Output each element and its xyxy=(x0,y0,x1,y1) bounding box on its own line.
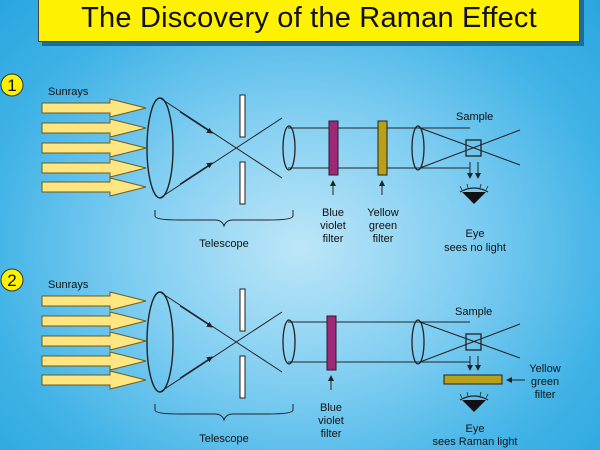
panel-1-filter2-label-2: green xyxy=(369,220,397,232)
panel-1-filter1-label-1: Blue xyxy=(322,207,344,219)
panel-2-telescope-brace xyxy=(154,404,294,422)
panel-1-telescope-label: Telescope xyxy=(199,238,249,250)
sunray-arrow xyxy=(41,291,147,311)
panel-2-condenser-lens xyxy=(411,319,425,365)
panel-1-filter1-label-3: filter xyxy=(323,233,344,245)
sunray-arrow xyxy=(41,351,147,371)
sunray-arrow xyxy=(41,138,147,158)
panel-2-number-badge xyxy=(0,268,24,292)
panel-1-telescope-brace xyxy=(154,210,294,228)
panel-1-blue-violet-filter xyxy=(328,120,339,176)
panel-1: 1 Sunrays xyxy=(0,73,521,254)
sunray-arrow xyxy=(41,158,147,178)
panel-2-filter2-label-2: green xyxy=(531,376,559,388)
page-title: The Discovery of the Raman Effect xyxy=(81,1,537,34)
panel-1-yellow-green-filter xyxy=(377,120,388,176)
panel-2-slit-top xyxy=(239,288,246,332)
panel-1-filter1-label-2: violet xyxy=(320,220,346,232)
panel-2-sample xyxy=(465,333,482,351)
panel-2-filter1-label-1: Blue xyxy=(320,402,342,414)
sunray-arrow xyxy=(41,98,147,118)
panel-2-objective-lens xyxy=(146,291,174,393)
sunray-arrow xyxy=(41,370,147,390)
panel-2-eyepiece-lens xyxy=(282,319,296,365)
panel-1-rays xyxy=(159,97,521,199)
panel-2: 2 Sunrays xyxy=(0,268,561,448)
panel-1-sample-label: Sample xyxy=(456,111,493,123)
panel-1-number: 1 xyxy=(7,76,16,95)
panel-1-eye-label-2: sees no light xyxy=(444,242,506,254)
panel-1-eye-label-1: Eye xyxy=(466,228,485,240)
panel-1-eyepiece-lens xyxy=(282,125,296,171)
panel-2-sunrays-label: Sunrays xyxy=(48,279,89,291)
panel-1-sample xyxy=(465,139,482,157)
panel-2-filter1-label-3: filter xyxy=(321,428,342,440)
sunray-arrow xyxy=(41,118,147,138)
panel-2-filter2-label-1: Yellow xyxy=(529,363,560,375)
title-banner: The Discovery of the Raman Effect xyxy=(38,0,580,42)
panel-2-filter2-label-3: filter xyxy=(535,389,556,401)
panel-2-rays xyxy=(159,291,521,393)
panel-1-number-badge xyxy=(0,73,24,97)
panel-1-slit-top xyxy=(239,94,246,138)
panel-1-objective-lens xyxy=(146,97,174,199)
panel-1-condenser-lens xyxy=(411,125,425,171)
panel-1-filter2-label-1: Yellow xyxy=(367,207,398,219)
panel-2-filter1-label-2: violet xyxy=(318,415,344,427)
panel-1-eye-icon xyxy=(459,183,489,204)
panel-2-telescope-label: Telescope xyxy=(199,433,249,445)
sunray-arrow xyxy=(41,177,147,197)
panel-1-sunray-arrows xyxy=(41,98,147,197)
sunray-arrow xyxy=(41,331,147,351)
panel-2-eye-label-1: Eye xyxy=(466,423,485,435)
sunray-arrow xyxy=(41,311,147,331)
panel-2-eye-icon xyxy=(459,391,489,412)
panel-1-slit-bottom xyxy=(239,161,246,205)
panel-2-number: 2 xyxy=(7,271,16,290)
panel-2-eye-label-2: sees Raman light xyxy=(433,436,518,448)
panel-2-blue-violet-filter xyxy=(326,315,337,371)
panel-2-yellow-green-filter xyxy=(443,374,503,385)
panel-2-slit-bottom xyxy=(239,355,246,399)
panel-1-filter2-label-3: filter xyxy=(373,233,394,245)
panel-2-sunray-arrows xyxy=(41,291,147,390)
panel-2-sample-label: Sample xyxy=(455,306,492,318)
panel-1-sunrays-label: Sunrays xyxy=(48,86,89,98)
